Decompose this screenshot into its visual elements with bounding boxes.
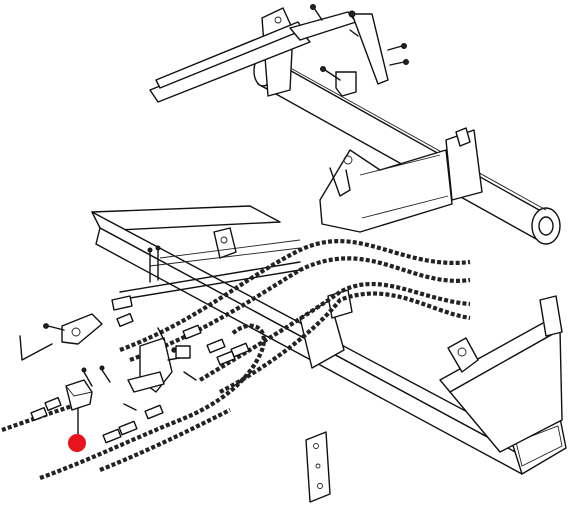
callout-red-dot[interactable] bbox=[68, 434, 86, 452]
lower-frame-assembly bbox=[91, 205, 567, 475]
fittings-and-valves bbox=[19, 245, 250, 444]
mounting-plate bbox=[305, 431, 331, 503]
upper-tube-assembly bbox=[149, 4, 561, 245]
